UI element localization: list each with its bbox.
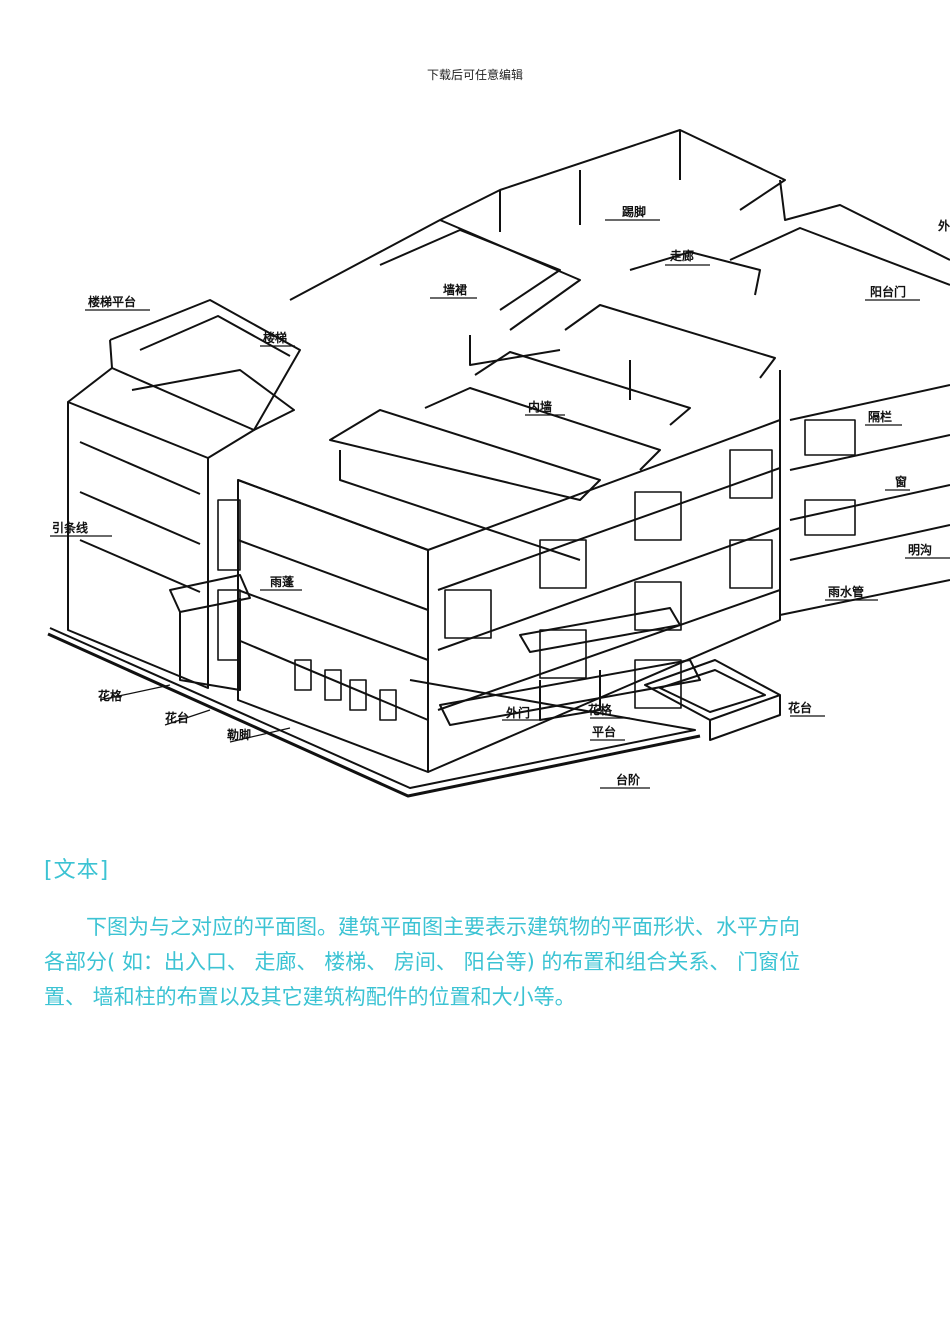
label-yupeng: 雨蓬 [270,574,295,589]
label-chuang: 窗 [895,474,907,489]
building-linework [47,129,950,798]
label-edge-mark: 外 [938,218,950,233]
label-qiangqun: 墙裙 [443,282,467,297]
paragraph-text: 下图为与之对应的平面图。建筑平面图主要表示建筑物的平面形状、水平方向各部分( 如… [44,915,801,1009]
label-louti-pingtai: 楼梯平台 [88,294,136,309]
label-gelan: 隔栏 [868,409,892,424]
label-yushuiguan: 雨水管 [828,584,864,599]
label-huage-right: 花格 [588,702,613,717]
label-louti: 楼梯 [263,330,287,345]
label-huatai-right: 花台 [788,700,812,715]
label-waimen: 外门 [506,705,530,720]
label-yintiaoxian: 引条线 [52,520,88,535]
label-mingou: 明沟 [908,542,932,557]
label-yangtaimen: 阳台门 [870,284,906,299]
label-leaders [50,219,950,789]
label-taijie: 台阶 [616,772,641,787]
building-isometric-drawing: 踢脚 走廊 墙裙 楼梯平台 楼梯 阳台门 内墙 隔栏 窗 引条线 雨蓬 明沟 雨… [40,120,950,835]
label-zoulang: 走廊 [670,248,694,263]
label-huatai-left: 花台 [165,710,189,725]
building-drawing-svg: 踢脚 走廊 墙裙 楼梯平台 楼梯 阳台门 内墙 隔栏 窗 引条线 雨蓬 明沟 雨… [47,129,950,798]
label-pingtai: 平台 [592,724,616,739]
page-header: 下载后可任意编辑 [426,68,523,82]
label-tijiao: 踢脚 [622,204,646,219]
body-paragraph: 下图为与之对应的平面图。建筑平面图主要表示建筑物的平面形状、水平方向各部分( 如… [44,910,814,1015]
section-tag: [文本] [44,858,110,883]
label-neiqiang: 内墙 [528,399,552,414]
label-huage-left: 花格 [98,688,123,703]
label-leijiao: 勒脚 [227,727,251,742]
